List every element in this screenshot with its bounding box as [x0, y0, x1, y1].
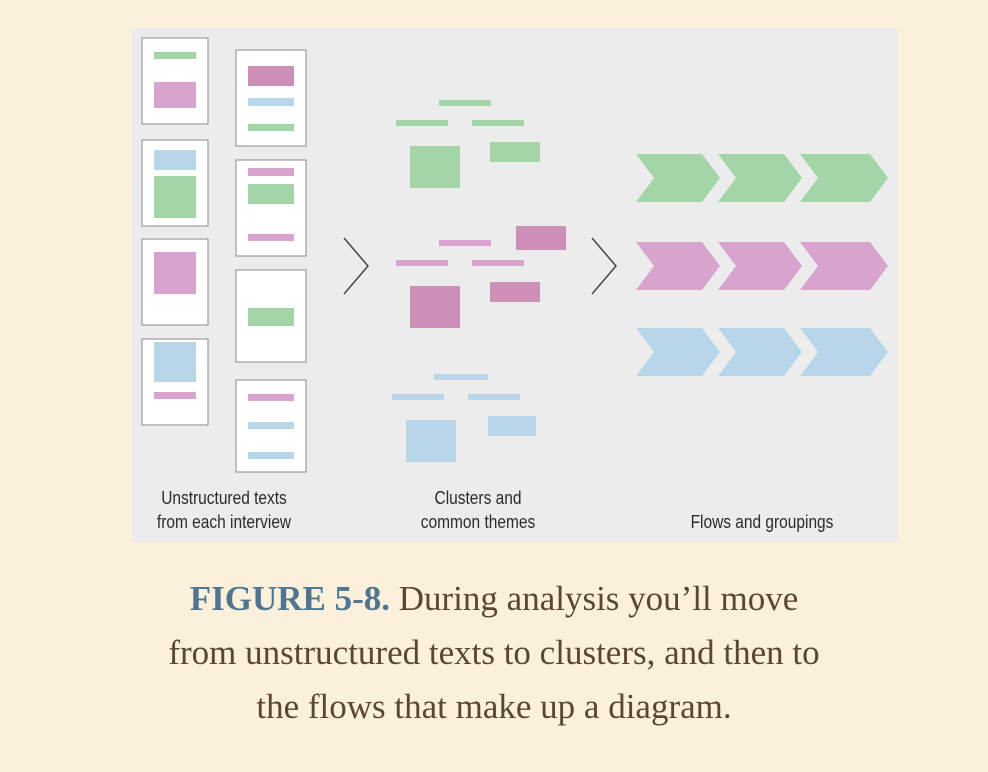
text-block — [248, 124, 294, 131]
text-block — [248, 394, 294, 401]
caption-text-1: During analysis you’ll move — [398, 579, 799, 618]
cluster-block — [410, 146, 460, 188]
flow-chevron — [636, 154, 720, 202]
diagram — [141, 37, 888, 473]
text-block — [154, 52, 196, 59]
figure-caption: FIGURE 5-8. During analysis you’ll move … — [40, 572, 948, 734]
flow-chevron — [800, 242, 888, 290]
cluster-block — [490, 142, 540, 162]
text-block — [154, 252, 196, 294]
stage-label-flows: Flows and groupings — [676, 486, 848, 534]
interview-document — [141, 37, 209, 125]
cluster-block — [488, 416, 536, 436]
cluster-block — [439, 100, 491, 106]
text-block — [248, 66, 294, 86]
caption-line-2: from unstructured texts to clusters, and… — [168, 633, 820, 672]
text-block — [154, 82, 196, 108]
stage-label-clusters: Clusters and common themes — [401, 486, 556, 534]
text-block — [248, 168, 294, 176]
text-block — [154, 176, 196, 218]
text-block — [248, 98, 294, 106]
cluster-block — [406, 420, 456, 462]
figure-label: FIGURE 5-8. — [189, 579, 390, 618]
chevron-right-icon — [343, 237, 369, 295]
cluster-block — [410, 286, 460, 328]
flow-chevron — [800, 328, 888, 376]
stage-label-line: Flows and groupings — [690, 512, 834, 532]
cluster-block — [472, 260, 524, 266]
figure-panel: Unstructured texts from each interview C… — [132, 28, 898, 542]
cluster-block — [472, 120, 524, 126]
cluster-block — [396, 260, 448, 266]
text-block — [248, 422, 294, 429]
text-block — [154, 392, 196, 399]
stage-label-line: from each interview — [156, 512, 292, 532]
text-block — [248, 184, 294, 204]
flow-chevron — [718, 328, 802, 376]
flow-chevron — [800, 154, 888, 202]
flow-chevron — [718, 242, 802, 290]
caption-line-1: FIGURE 5-8. During analysis you’ll move — [40, 572, 948, 626]
text-block — [248, 308, 294, 326]
cluster-block — [434, 374, 488, 380]
cluster-block — [516, 226, 566, 250]
flow-chevron — [718, 154, 802, 202]
text-block — [248, 234, 294, 241]
text-block — [248, 452, 294, 459]
text-block — [154, 342, 196, 382]
cluster-block — [439, 240, 491, 246]
flow-chevron — [636, 242, 720, 290]
text-block — [154, 150, 196, 170]
chevron-right-icon — [591, 237, 617, 295]
cluster-block — [490, 282, 540, 302]
stage-label-line: Unstructured texts — [161, 488, 287, 508]
stage-label-unstructured: Unstructured texts from each interview — [147, 486, 302, 534]
stage-label-line: common themes — [420, 512, 536, 532]
flow-chevron — [636, 328, 720, 376]
cluster-block — [468, 394, 520, 400]
cluster-block — [392, 394, 444, 400]
caption-line-3: the flows that make up a diagram. — [256, 687, 732, 726]
stage-label-line: Clusters and — [434, 488, 522, 508]
cluster-block — [396, 120, 448, 126]
